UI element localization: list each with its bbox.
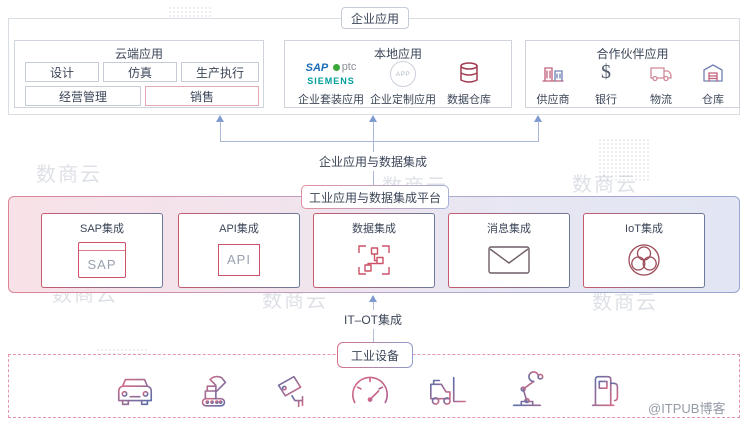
credit-watermark: @ITPUB博客 [648,401,726,416]
local-apps-title: 本地应用 [373,47,422,61]
partner-logistics-group: 物流 [636,61,686,107]
enterprise-apps-title-box: 企业应用 [341,7,409,29]
cloud-item-label: 仿真 [127,65,152,80]
car-icon [117,378,153,406]
arrow-up-icon [534,115,542,122]
sap-window-text: SAP [87,256,117,272]
card-api-integration: API集成 API [178,213,300,288]
cloud-apps-box: 云端应用 设计 仿真 生产执行 经营管理 销售 [14,40,264,108]
itot-label: IT–OT集成 [330,310,416,329]
arrow-up-icon [369,115,377,122]
local-packaged-label: 企业套装应用 [298,94,364,106]
partner-supplier-label: 供应商 [536,94,570,106]
api-box-text: API [227,251,251,267]
partner-apps-title: 合作伙伴应用 [596,47,669,61]
cloud-item-label: 设计 [49,65,74,80]
platform-title: 工业应用与数据集成平台 [308,190,441,205]
camera-icon [277,375,303,408]
card-title: 消息集成 [487,223,531,235]
ptc-logo: ptc [332,61,357,73]
cloud-item-design: 设计 [25,62,99,82]
cloud-item-production: 生产执行 [181,62,259,82]
database-icon [460,62,478,83]
watermark-text: 数商云 [572,174,638,196]
cloud-item-simulation: 仿真 [103,62,177,82]
partner-logistics-label: 物流 [650,94,672,106]
card-title: IoT集成 [625,223,663,235]
gauge-icon [352,376,388,404]
forklift-icon [430,376,467,405]
robot-arm-icon [512,371,544,407]
iot-venn-icon [628,243,660,276]
api-box-icon: API [218,243,260,276]
partner-supplier-group: 供应商 [528,61,578,107]
local-custom-label: 企业定制应用 [370,94,436,106]
card-iot-integration: IoT集成 [583,213,705,288]
cloud-item-label: 销售 [189,89,214,104]
local-custom-group: APP 企业定制应用 [367,61,439,107]
connector-line [220,121,221,142]
equipment-title-box: 工业设备 [337,342,413,368]
data-nodes-icon [358,244,390,275]
local-apps-box: 本地应用 SAP ptc SIEMENS 企业套装应用 APP 企业定制应用 数… [284,40,512,108]
ptc-logo-text: ptc [341,61,357,73]
connector-line [538,121,539,142]
arrow-up-icon [216,115,224,122]
equipment-title: 工业设备 [350,348,399,363]
truck-icon [650,67,672,82]
siemens-logo: SIEMENS [307,76,355,86]
envelope-icon [488,245,530,274]
card-title: SAP集成 [79,223,124,235]
equipment-icons-row [112,368,628,414]
cloud-item-label: 生产执行 [195,65,244,80]
local-packaged-group: SAP ptc SIEMENS 企业套装应用 [289,61,373,107]
card-sap-integration: SAP集成 SAP [41,213,163,288]
cloud-item-label: 经营管理 [58,89,107,104]
sap-window-icon: SAP [78,241,126,278]
dollar-icon: $ [601,61,611,83]
card-data-integration: 数据集成 [313,213,435,288]
card-title: API集成 [219,223,259,235]
card-message-integration: 消息集成 [448,213,570,288]
factory-icon [542,67,564,82]
enterprise-apps-title: 企业应用 [350,11,399,26]
watermark-text: 数商云 [36,164,102,186]
card-title: 数据集成 [352,223,396,235]
excavator-icon [202,375,227,407]
connector-line [220,141,539,142]
connector-line [373,121,374,142]
partner-apps-box: 合作伙伴应用 供应商 $ 银行 物流 [525,40,740,108]
warehouse-icon [703,64,723,82]
app-circle-icon: APP [390,61,416,87]
arrow-up-icon [369,295,377,302]
fuel-pump-icon [591,375,619,407]
cloud-apps-title: 云端应用 [114,47,163,61]
integration-flow-label: 企业应用与数据集成 [303,152,443,171]
platform-title-box: 工业应用与数据集成平台 [301,185,449,209]
halftone-texture [598,138,650,182]
sap-logo: SAP [305,62,329,74]
partner-warehouse-group: 仓库 [688,61,738,107]
cloud-item-sales: 销售 [145,86,259,106]
app-circle-text: APP [395,70,411,78]
ptc-dot-icon [332,64,340,71]
partner-bank-label: 银行 [595,94,617,106]
local-warehouse-label: 数据仓库 [447,94,491,106]
partner-warehouse-label: 仓库 [702,94,724,106]
partner-bank-group: $ 银行 [581,61,631,107]
cloud-item-management: 经营管理 [25,86,141,106]
local-warehouse-group: 数据仓库 [441,61,497,107]
